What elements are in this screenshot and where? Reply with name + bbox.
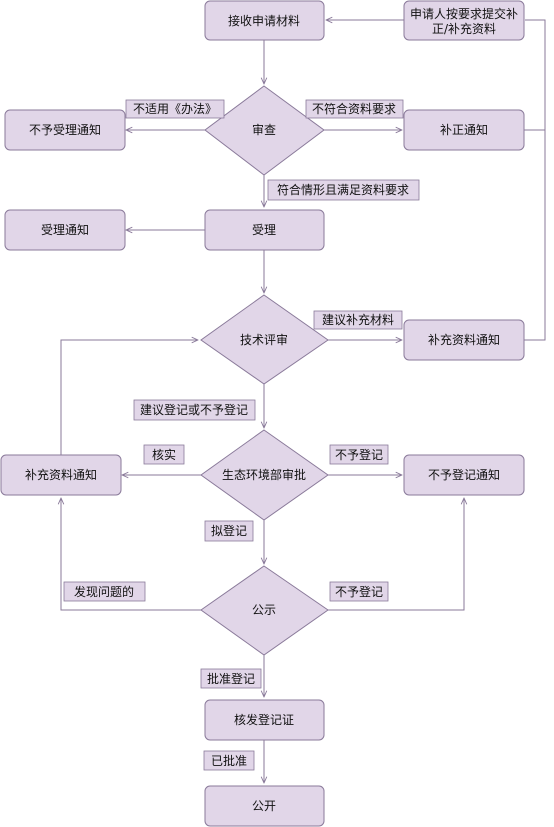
label-approved: 已批准	[203, 750, 255, 771]
connectors	[60, 19, 546, 783]
node-issue-certificate: 核发登记证	[204, 699, 325, 741]
label-no-register-1: 不予登记	[329, 444, 389, 465]
svg-text:建议登记或不予登记: 建议登记或不予登记	[140, 402, 248, 417]
node-supplement-notice-right: 补充资料通知	[403, 319, 525, 361]
node-no-register-notice: 不予登记通知	[403, 454, 525, 496]
node-accept-notice: 受理通知	[4, 209, 126, 251]
label-verify: 核实	[143, 444, 185, 465]
edge-supplement-to-resubmit	[524, 130, 546, 341]
svg-text:核发登记证: 核发登记证	[234, 712, 294, 727]
svg-text:符合情形且满足资料要求: 符合情形且满足资料要求	[277, 182, 409, 197]
node-applicant-resubmit: 申请人按要求提交补 正/补充资料	[403, 0, 525, 41]
edge-publicity-to-supplement-left	[61, 498, 201, 611]
svg-text:公开: 公开	[252, 799, 276, 813]
svg-text:不予受理通知: 不予受理通知	[29, 123, 101, 137]
node-publish: 公开	[204, 785, 325, 827]
node-supplement-notice-left: 补充资料通知	[0, 454, 122, 496]
svg-text:受理: 受理	[252, 223, 276, 237]
svg-text:不予登记: 不予登记	[335, 584, 383, 599]
svg-text:不予登记通知: 不予登记通知	[428, 467, 500, 482]
label-problem-found: 发现问题的	[63, 581, 146, 602]
node-correction-notice: 补正通知	[403, 109, 525, 151]
svg-text:申请人按要求提交补: 申请人按要求提交补	[410, 6, 518, 21]
svg-text:已批准: 已批准	[211, 753, 247, 768]
node-accept: 受理	[204, 209, 325, 251]
edge-correction-to-resubmit	[524, 19, 546, 131]
svg-text:拟登记: 拟登记	[211, 523, 247, 538]
svg-text:受理通知: 受理通知	[41, 223, 89, 237]
label-suggest-register-or-not: 建议登记或不予登记	[133, 399, 256, 421]
svg-text:不符合资料要求: 不符合资料要求	[312, 101, 396, 116]
label-suggest-supplement: 建议补充材料	[313, 310, 403, 330]
label-meets-requirements: 符合情形且满足资料要求	[267, 179, 420, 201]
svg-text:正/补充资料: 正/补充资料	[432, 21, 496, 36]
svg-text:发现问题的: 发现问题的	[74, 584, 134, 599]
svg-text:不予登记: 不予登记	[335, 447, 383, 462]
edge-publicity-to-no-register	[328, 498, 464, 611]
svg-text:补充资料通知: 补充资料通知	[428, 332, 500, 347]
label-to-register: 拟登记	[204, 520, 254, 542]
svg-text:批准登记: 批准登记	[207, 671, 255, 686]
label-approve-register: 批准登记	[200, 668, 262, 689]
svg-text:核实: 核实	[152, 447, 176, 462]
svg-text:公示: 公示	[252, 603, 276, 617]
svg-text:接收申请材料: 接收申请材料	[228, 13, 300, 28]
node-receive-materials: 接收申请材料	[204, 0, 325, 41]
label-not-applicable: 不适用《办法》	[125, 99, 225, 119]
svg-text:生态环境部审批: 生态环境部审批	[222, 467, 306, 482]
node-review-decision: 审查	[204, 85, 325, 176]
node-publicity: 公示	[200, 565, 329, 656]
label-no-register-2: 不予登记	[329, 581, 389, 602]
svg-text:补正通知: 补正通知	[440, 123, 488, 137]
label-not-meet-requirements: 不符合资料要求	[305, 99, 404, 119]
svg-text:不适用《办法》: 不适用《办法》	[133, 101, 217, 116]
svg-text:技术评审: 技术评审	[240, 332, 288, 347]
svg-text:建议补充材料: 建议补充材料	[322, 312, 394, 327]
node-reject-notice: 不予受理通知	[4, 109, 126, 151]
node-ministry-approval: 生态环境部审批	[200, 429, 329, 521]
edge-supplement-left-to-tech	[60, 340, 198, 455]
svg-text:补充资料通知: 补充资料通知	[25, 467, 97, 482]
node-technical-review: 技术评审	[200, 294, 329, 385]
svg-text:审查: 审查	[252, 122, 276, 137]
